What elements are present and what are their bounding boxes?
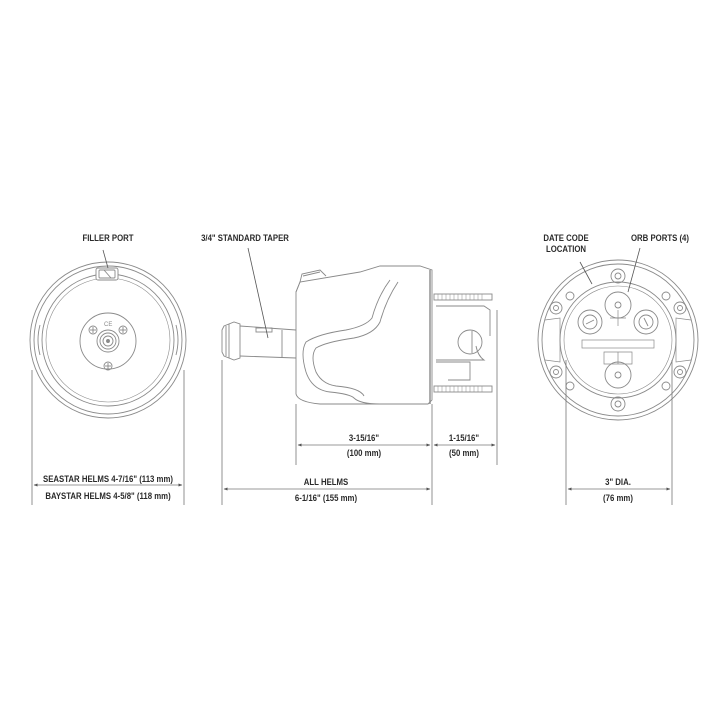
diameter-mm: (76 mm) — [603, 493, 633, 504]
svg-text:CE: CE — [104, 322, 112, 328]
filler-port-callout: FILLER PORT — [82, 233, 134, 244]
date-code-callout-line1: DATE CODE — [543, 233, 589, 244]
overall-length-label: ALL HELMS — [303, 477, 349, 488]
mounting-hole-icon — [549, 268, 687, 412]
front-dimension-lines — [31, 370, 185, 505]
front-view: CE — [29, 249, 187, 419]
orb-ports-callout: ORB PORTS (4) — [630, 233, 689, 244]
rear-length-mm: (50 mm) — [449, 448, 479, 459]
diameter-inches: 3" DIA. — [605, 477, 631, 488]
baystar-dimension-label: BAYSTAR HELMS 4-5/8" (118 mm) — [45, 491, 171, 502]
date-code-callout-line2: LOCATION — [545, 244, 587, 255]
rear-view — [537, 259, 699, 421]
body-length-inches: 3-15/16" — [348, 433, 380, 444]
body-length-mm: (100 mm) — [346, 448, 382, 459]
screw-icon — [88, 325, 128, 371]
rear-dimension-lines — [565, 360, 673, 505]
side-view — [221, 265, 493, 405]
side-dimension-lines — [221, 310, 498, 505]
taper-callout: 3/4" STANDARD TAPER — [201, 233, 289, 244]
seastar-dimension-label: SEASTAR HELMS 4-7/16" (113 mm) — [43, 474, 173, 485]
overall-length-value: 6-1/16" (155 mm) — [294, 493, 358, 504]
rear-length-inches: 1-15/16" — [448, 433, 480, 444]
